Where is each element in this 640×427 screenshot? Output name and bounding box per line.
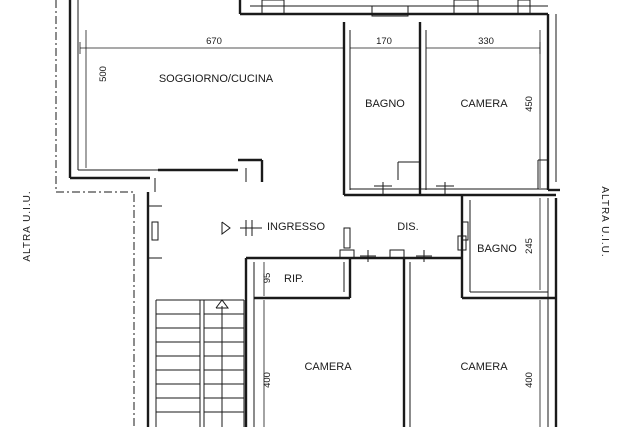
dim-soggiorno-width: 670 xyxy=(206,36,222,47)
dim-bagno-width: 170 xyxy=(376,36,392,47)
dim-camera-top-depth: 450 xyxy=(524,96,535,112)
dim-soggiorno-depth: 500 xyxy=(98,66,109,82)
dim-camera-top-width: 330 xyxy=(478,36,494,47)
dimension-lines xyxy=(79,30,541,427)
side-label-left: ALTRA U.I.U. xyxy=(22,190,33,261)
room-label-bagno-top: BAGNO xyxy=(365,98,405,110)
door-marks xyxy=(148,178,469,262)
room-label-ingresso: INGRESSO xyxy=(267,221,326,233)
room-label-dis: DIS. xyxy=(397,221,418,233)
room-label-camera-bottom-right: CAMERA xyxy=(460,361,508,373)
room-label-camera-bottom-left: CAMERA xyxy=(304,361,352,373)
staircase xyxy=(155,299,245,427)
dim-bagno-right-depth: 245 xyxy=(524,238,535,254)
dim-rip-depth: 95 xyxy=(262,273,273,284)
dim-camera-bottom-left-depth: 400 xyxy=(262,372,273,388)
stair-arrow-head xyxy=(215,299,229,309)
dim-camera-bottom-right-depth: 400 xyxy=(524,372,535,388)
room-label-bagno-right: BAGNO xyxy=(477,243,517,255)
room-label-soggiorno: SOGGIORNO/CUCINA xyxy=(159,73,274,85)
side-label-right: ALTRA U.I.U. xyxy=(599,186,610,257)
room-label-rip: RIP. xyxy=(284,273,304,285)
room-label-camera-top: CAMERA xyxy=(460,98,508,110)
outer-walls xyxy=(55,0,560,427)
